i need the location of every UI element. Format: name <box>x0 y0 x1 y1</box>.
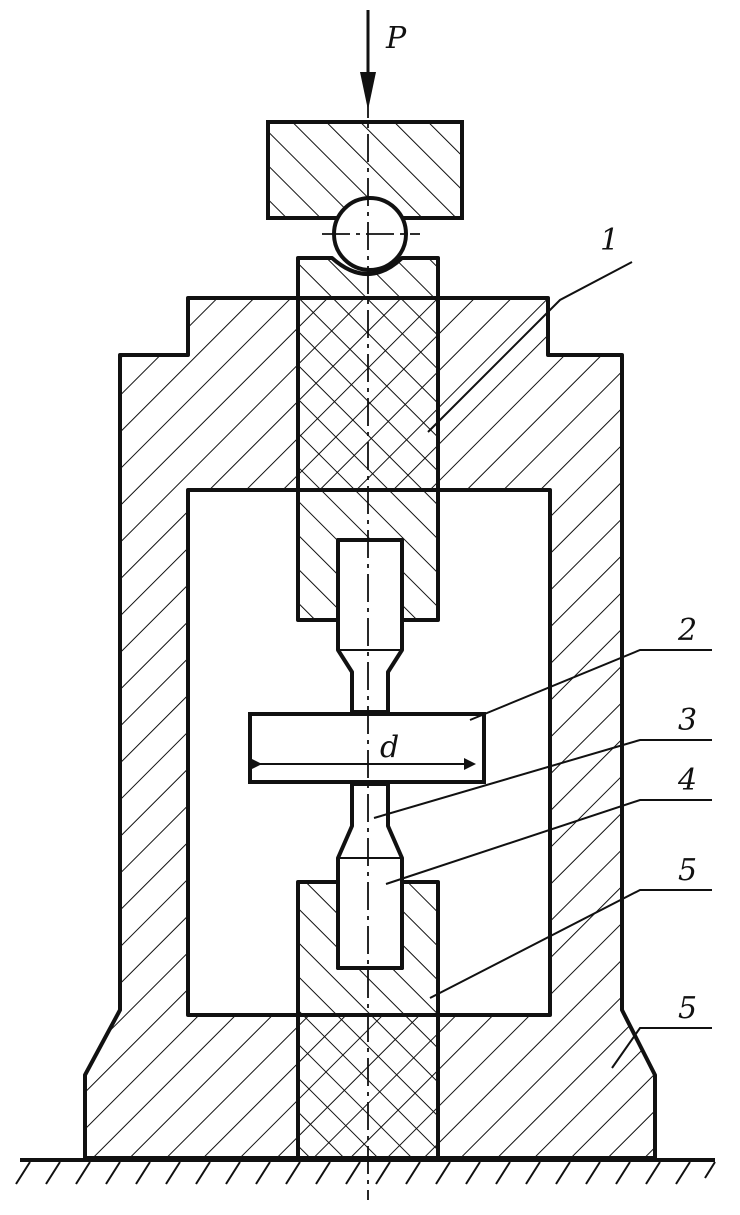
callout-label-6: 5 <box>678 991 697 1026</box>
callout-1: 1 <box>427 223 633 433</box>
load-arrow: P <box>360 10 407 110</box>
ground <box>15 1158 716 1185</box>
callout-4: 4 <box>385 763 712 885</box>
upper-shank <box>336 538 404 714</box>
callout-label-4: 4 <box>677 763 697 798</box>
callout-label-2: 2 <box>677 613 697 648</box>
callout-5: 5 <box>429 853 712 999</box>
diameter-dimension: d <box>250 730 476 770</box>
callout-label-1: 1 <box>600 223 619 258</box>
callout-label-3: 3 <box>678 703 697 738</box>
diameter-label: d <box>380 730 399 765</box>
callout-2: 2 <box>469 613 712 721</box>
callout-label-5: 5 <box>678 853 697 888</box>
load-label: P <box>385 21 407 56</box>
callout-3: 3 <box>373 703 712 819</box>
callout-6: 5 <box>611 991 712 1069</box>
disk <box>248 712 486 784</box>
